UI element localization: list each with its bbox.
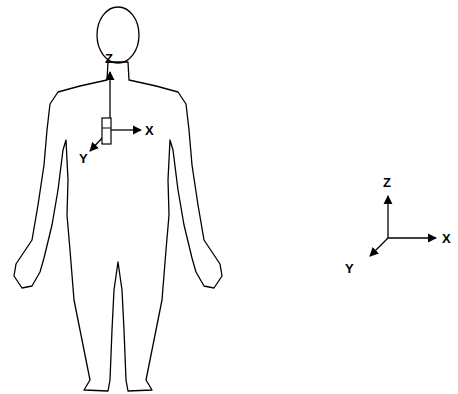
body-outline [14, 62, 222, 391]
axis-label: Y [345, 262, 354, 275]
sensor-detail [102, 128, 111, 129]
sensor-box [102, 118, 111, 144]
axis-label: Z [383, 176, 391, 189]
reference-axes [370, 196, 436, 256]
axis-label: X [145, 124, 154, 137]
head-outline [97, 7, 139, 63]
axis-label: Y [79, 152, 88, 165]
sensor-axes [90, 72, 141, 151]
axis-label: Z [105, 52, 113, 65]
axis-label: X [442, 232, 451, 245]
